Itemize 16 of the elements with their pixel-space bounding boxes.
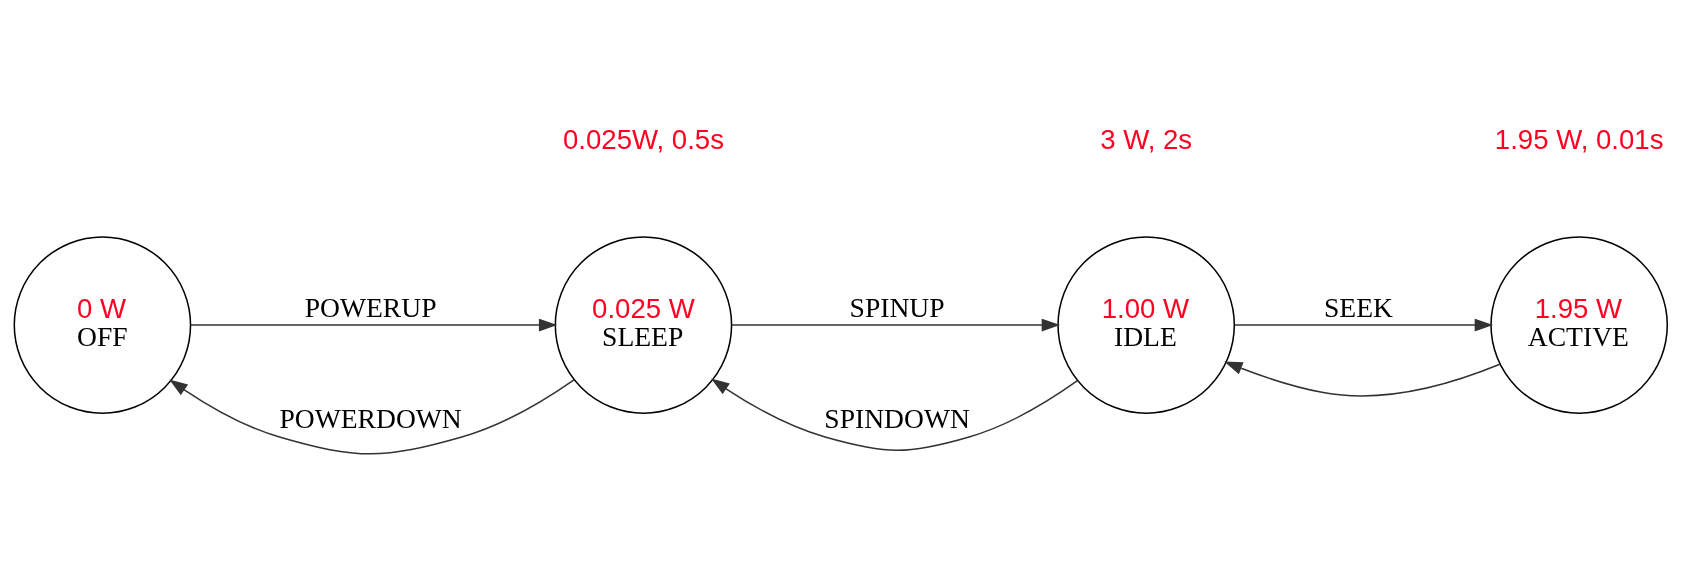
edge-label: SEEK	[1323, 291, 1393, 323]
edge-label: SPINUP	[849, 291, 945, 323]
arrow	[1233, 318, 1494, 332]
arrow	[711, 378, 1079, 452]
arrow	[1224, 361, 1501, 397]
label: 1.95 W, 0.01s	[1494, 124, 1664, 156]
arrow	[731, 318, 1061, 332]
node-circle: 1.95 W ACTIVE	[1490, 236, 1669, 414]
node-circle: 1.00 W IDLE	[1057, 236, 1236, 414]
edge-label: SPINDOWN	[824, 403, 970, 435]
arrow	[169, 379, 575, 455]
label: 3 W, 2s	[1100, 124, 1193, 156]
arrow	[190, 318, 558, 332]
label: 0.025W, 0.5s	[562, 124, 724, 156]
edge-label: POWERDOWN	[279, 403, 462, 435]
edge-label: POWERUP	[304, 291, 437, 323]
